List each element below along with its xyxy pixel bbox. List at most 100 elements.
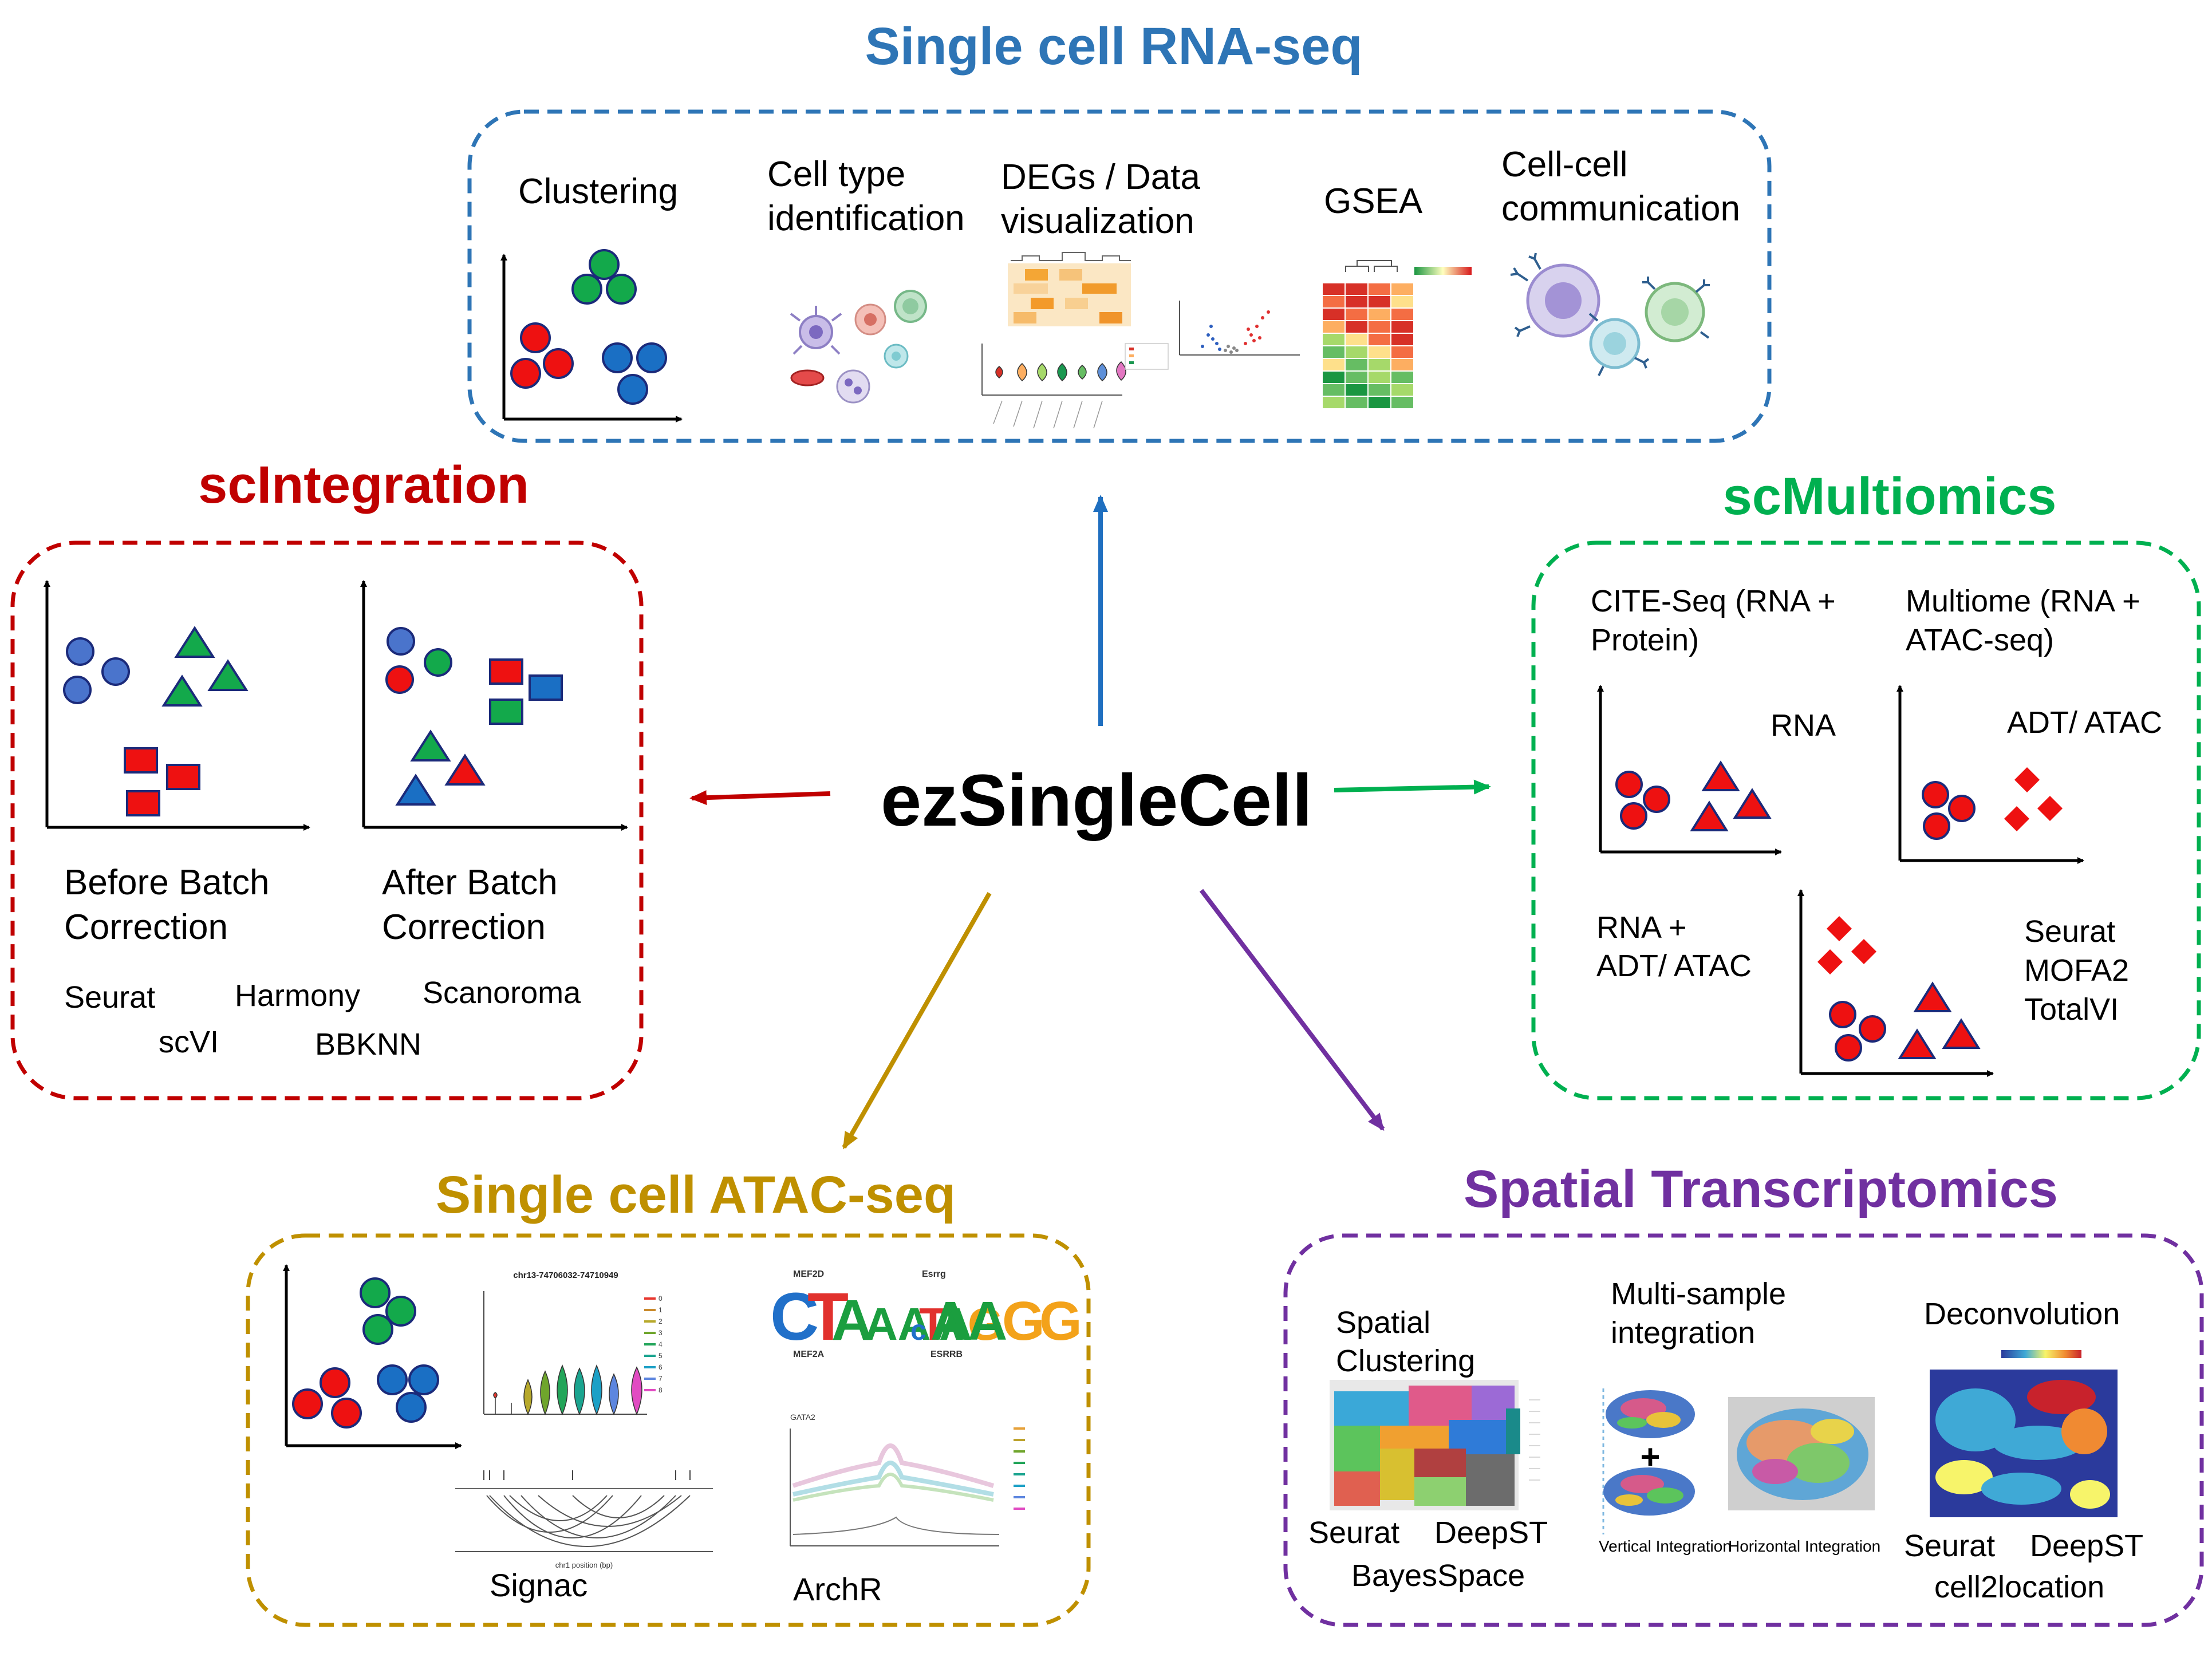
tool-mofa2: MOFA2 (2024, 953, 2129, 988)
adt-atac-axis-label: ADT/ ATAC (2007, 705, 2162, 740)
svg-text:4: 4 (659, 1340, 663, 1348)
svg-text:6: 6 (659, 1363, 663, 1371)
gsea-heatmap-cell (1346, 321, 1367, 333)
gsea-heatmap-cell (1323, 296, 1344, 307)
center-title: ezSingleCell (881, 760, 1312, 842)
vertical-integration-label: Vertical Integration (1599, 1537, 1732, 1555)
atac-links-plot: chr1 position (bp) (455, 1470, 713, 1569)
degs-label-1: DEGs / Data (1001, 157, 1201, 197)
tool-seurat: Seurat (64, 980, 155, 1015)
gsea-heatmap-cell (1369, 397, 1390, 408)
svg-text:7: 7 (659, 1375, 663, 1383)
rna-seq-box (467, 109, 1772, 443)
svg-text:A: A (939, 1299, 972, 1350)
tool-scanoroma: Scanoroma (423, 976, 581, 1010)
gsea-heatmap-cells (1323, 283, 1413, 408)
cite-label-2: Protein) (1591, 623, 1699, 657)
cell-type-illustration (790, 290, 927, 404)
svg-text:GATA2: GATA2 (790, 1412, 815, 1422)
tool-seurat-sp2: Seurat (1904, 1529, 1995, 1563)
multiome-label-2: ATAC-seq) (1906, 623, 2054, 657)
tool-scvi: scVI (159, 1025, 219, 1059)
gsea-heatmap-cell (1369, 309, 1390, 320)
gsea-heatmap-cell (1323, 372, 1344, 383)
spatial-clustering-image (1330, 1380, 1540, 1510)
svg-text:T: T (807, 1279, 849, 1355)
tool-deepst-sp2: DeepST (2030, 1529, 2143, 1563)
cell-cell-label-1: Cell-cell (1501, 145, 1627, 184)
gsea-heatmap-cell (1391, 384, 1413, 396)
gsea-heatmap (1345, 260, 1472, 275)
gsea-heatmap-cell (1346, 372, 1367, 383)
combined-plot (1797, 889, 1994, 1077)
gsea-heatmap-cell (1323, 283, 1344, 295)
svg-text:AAA: AAA (865, 1299, 964, 1350)
tool-deepst-sp1: DeepST (1434, 1516, 1548, 1550)
integration-title: scIntegration (198, 456, 529, 514)
multi-sample-image: + Vertical Integration Horizontal Integr… (1599, 1388, 1880, 1555)
svg-text:A: A (831, 1288, 873, 1352)
cell-cell-illustration (1510, 252, 1710, 376)
atac-motif-logos: MEF2D Esrrg C T A AAA T A G c A A G G ME… (770, 1269, 1082, 1359)
svg-text:Esrrg: Esrrg (922, 1269, 946, 1279)
before-correction-plot (44, 580, 310, 831)
svg-text:chr1 position (bp): chr1 position (bp) (555, 1561, 613, 1569)
before-label-2: Correction (64, 907, 228, 947)
multiomics-labels: CITE-Seq (RNA + Protein) Multiome (RNA +… (1591, 584, 2162, 1027)
tool-totalvi: TotalVI (2024, 992, 2119, 1027)
gsea-heatmap-cell (1391, 334, 1413, 345)
gsea-heatmap-cell (1323, 334, 1344, 345)
svg-text:1: 1 (659, 1306, 663, 1314)
svg-text:8: 8 (659, 1386, 663, 1394)
gsea-heatmap-cell (1323, 397, 1344, 408)
gsea-heatmap-cell (1391, 296, 1413, 307)
rna-axis-label: RNA (1771, 708, 1836, 743)
combined-label-1: RNA + (1596, 910, 1687, 945)
before-label-1: Before Batch (64, 863, 269, 902)
tool-cell2location: cell2location (1934, 1570, 2104, 1604)
combined-label-2: ADT/ ATAC (1596, 949, 1752, 983)
clustering-plot (500, 249, 683, 423)
svg-text:ESRRB: ESRRB (930, 1350, 963, 1359)
gsea-heatmap-cell (1323, 384, 1344, 396)
after-label-1: After Batch (382, 863, 558, 902)
integration-labels: Before Batch Correction After Batch Corr… (64, 863, 558, 947)
gsea-heatmap-cell (1391, 397, 1413, 408)
gsea-heatmap-cell (1369, 321, 1390, 333)
arrow-to-integration (689, 790, 831, 806)
spatial-box (1283, 1233, 2204, 1627)
gsea-heatmap-cell (1391, 309, 1413, 320)
gsea-heatmap-cell (1369, 283, 1390, 295)
arrow-to-multiomics (1334, 779, 1491, 795)
svg-text:A: A (930, 1291, 970, 1352)
clustering-label: Clustering (518, 172, 678, 211)
gsea-heatmap-cell (1346, 296, 1367, 307)
gsea-heatmap-cell (1391, 321, 1413, 333)
atac-violin-plot: chr13-74706032-74710949 012 345 678 (483, 1270, 663, 1416)
gsea-label: GSEA (1324, 181, 1423, 221)
svg-text:T: T (919, 1299, 947, 1350)
after-correction-plot (360, 580, 628, 831)
svg-text:MEF2D: MEF2D (793, 1269, 824, 1279)
multi-sample-label-2: integration (1611, 1316, 1755, 1350)
svg-text:G: G (1002, 1291, 1045, 1352)
rna-seq-labels: Clustering Cell type identification DEGs… (518, 145, 1740, 241)
rna-seq-title: Single cell RNA-seq (865, 17, 1362, 76)
gsea-heatmap-cell (1391, 359, 1413, 370)
atac-tools: Signac ArchR (490, 1567, 882, 1607)
integration-box (10, 540, 644, 1100)
cite-label-1: CITE-Seq (RNA + (1591, 584, 1836, 618)
tool-harmony: Harmony (235, 978, 360, 1013)
svg-text:c: c (910, 1314, 926, 1346)
integration-tools: Seurat Harmony Scanoroma scVI BBKNN (64, 976, 581, 1062)
spatial-clustering-label-2: Clustering (1336, 1344, 1475, 1378)
deconvolution-image (1930, 1350, 2118, 1517)
svg-text:G: G (1039, 1291, 1082, 1352)
gsea-heatmap-cell (1323, 346, 1344, 358)
svg-text:MEF2A: MEF2A (793, 1350, 825, 1359)
tool-bbknn: BBKNN (315, 1027, 421, 1062)
atac-box (246, 1233, 1091, 1627)
gsea-heatmap-cell (1391, 372, 1413, 383)
svg-text:0: 0 (659, 1295, 663, 1303)
multiomics-title: scMultiomics (1723, 467, 2057, 526)
